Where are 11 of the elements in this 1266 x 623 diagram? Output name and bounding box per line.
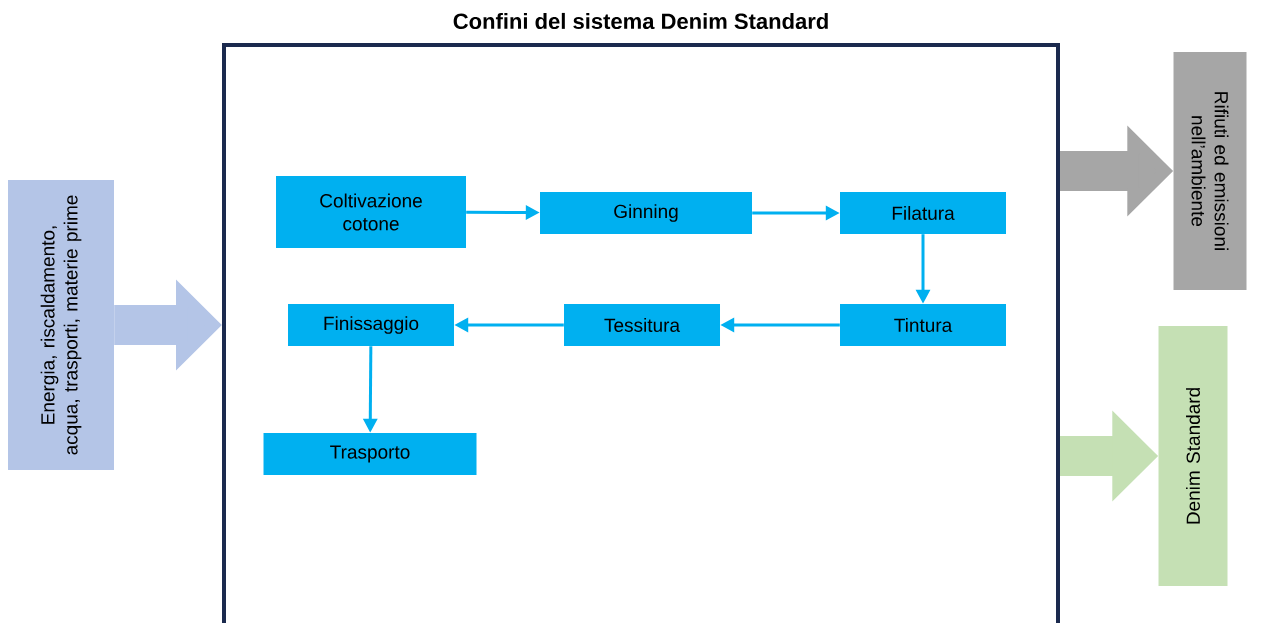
process-box: Trasporto <box>263 433 477 475</box>
process-box: Tessitura <box>564 304 720 346</box>
process-box: Coltivazione cotone <box>276 176 466 248</box>
boundary-title: Confini del sistema Denim Standard <box>453 12 828 30</box>
process-box: Filatura <box>840 192 1006 234</box>
process-box: Tintura <box>840 304 1006 346</box>
side-box: Energia, riscaldamento, acqua, trasporti, materie prime <box>8 180 114 470</box>
process-box: Finissaggio <box>288 304 454 346</box>
side-box: Rifiuti ed emissioni nell’ambiente <box>1173 52 1247 290</box>
side-box: Denim Standard <box>1158 326 1228 586</box>
process-box: Ginning <box>540 192 752 234</box>
